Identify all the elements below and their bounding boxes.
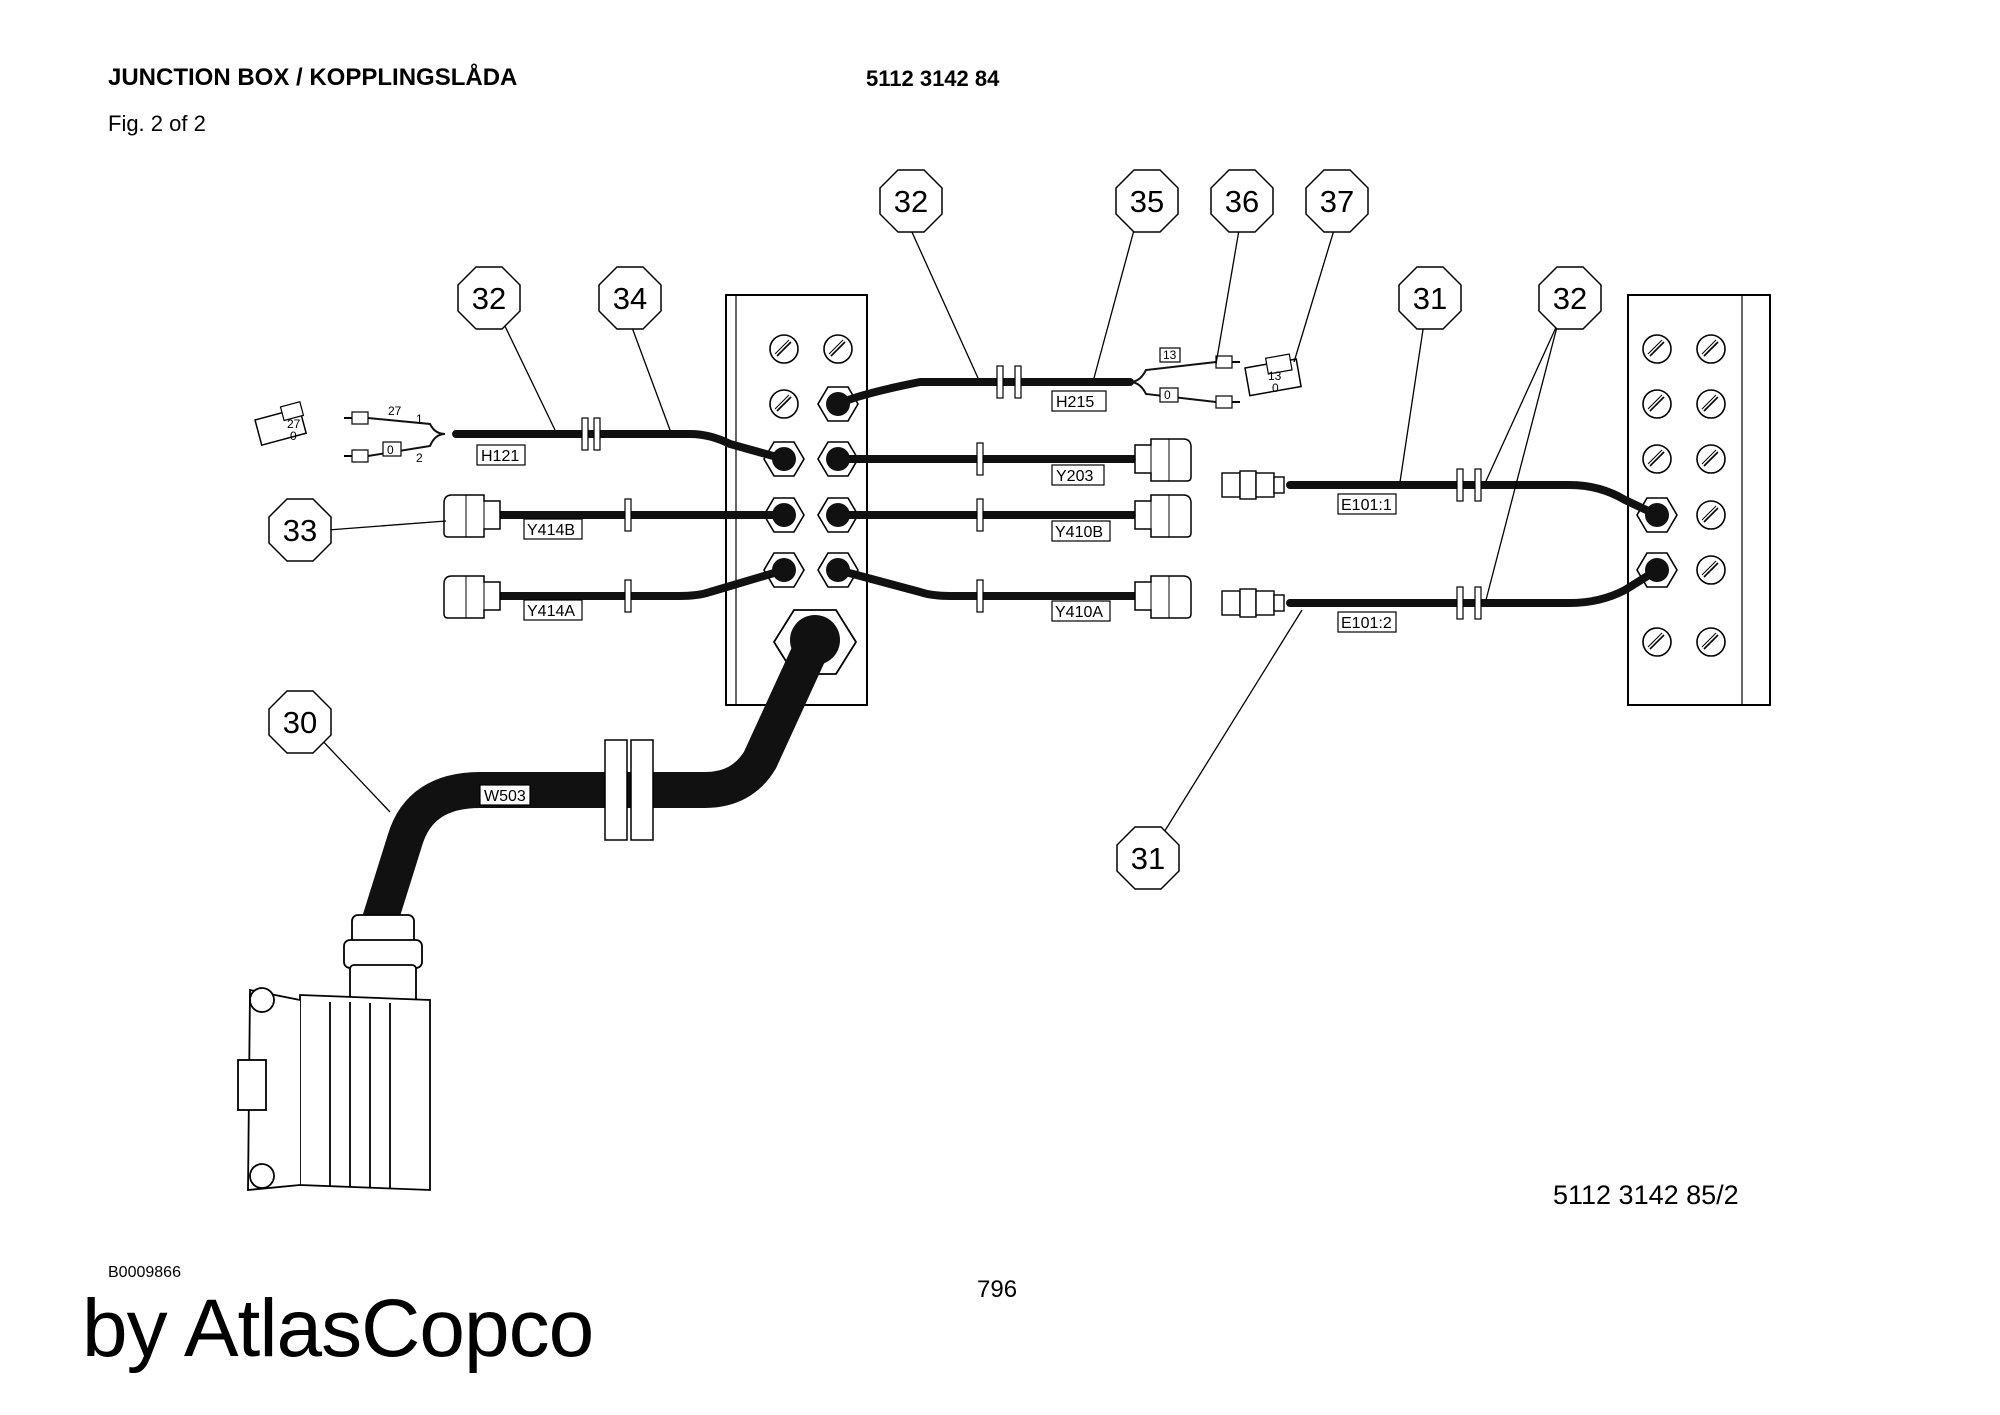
callout-32 — [457, 266, 521, 330]
plug-connectors — [1221, 470, 1285, 618]
wire-label-h121: H121 — [481, 448, 519, 465]
callout-label: 31 — [1131, 841, 1165, 876]
terminal-label: 27 — [287, 417, 301, 431]
callout-label: 34 — [613, 281, 647, 316]
wire-label-w503: W503 — [484, 788, 526, 805]
callout-label: 32 — [472, 281, 506, 316]
callout-label: 37 — [1320, 184, 1354, 219]
wire-label-h215: H215 — [1056, 394, 1094, 411]
wire-label-y410b: Y410B — [1055, 524, 1103, 541]
heavy-connector — [237, 914, 431, 1191]
terminal-label: 0 — [290, 429, 297, 443]
wire-label-y410a: Y410A — [1055, 604, 1103, 621]
callout-37 — [1305, 169, 1369, 233]
terminal-label: 1 — [416, 412, 423, 426]
callout-32 — [879, 169, 943, 233]
wire-label-e101-1: E101:1 — [1341, 497, 1392, 514]
page-number: 796 — [977, 1276, 1018, 1303]
terminal-label: 2 — [416, 451, 423, 465]
terminal-label: 13 — [1268, 369, 1282, 383]
fine-wires — [367, 361, 1217, 457]
callout-bubbles — [268, 169, 1602, 890]
callout-34 — [598, 266, 662, 330]
figure-caption: Fig. 2 of 2 — [108, 111, 206, 136]
callout-35 — [1115, 169, 1179, 233]
image-code: B0009866 — [108, 1264, 181, 1281]
callout-31 — [1116, 826, 1180, 890]
label-boxes — [382, 347, 1397, 806]
callout-label: 36 — [1225, 184, 1259, 219]
document-number: 5112 3142 84 — [866, 66, 1000, 91]
callout-30 — [268, 690, 332, 754]
cable-rings — [581, 365, 1482, 841]
wire-label-e101-2: E101:2 — [1341, 615, 1392, 632]
brand-footer: by AtlasCopco — [82, 1283, 594, 1374]
terminal-label: 27 — [388, 404, 402, 418]
terminal-label: 0 — [387, 443, 394, 457]
callout-33 — [268, 498, 332, 562]
terminal-labels: 27 1 0 2 13 0 13 0 27 0 — [287, 348, 1282, 465]
callout-label: 35 — [1130, 184, 1164, 219]
wire-label-y203: Y203 — [1056, 468, 1093, 485]
callout-label: 32 — [894, 184, 928, 219]
callout-label: 32 — [1553, 281, 1587, 316]
callout-numbers: 30 31 31 32 32 32 33 34 35 36 37 — [283, 184, 1587, 876]
terminal-label: 0 — [1164, 388, 1171, 402]
callout-label: 30 — [283, 705, 317, 740]
wire-labels: H121 Y414B Y414A H215 Y203 Y410B Y410A E… — [481, 394, 1392, 805]
leader-lines — [299, 229, 1559, 859]
terminal-label: 0 — [1272, 381, 1279, 395]
callout-31 — [1398, 266, 1462, 330]
document-title: JUNCTION BOX / KOPPLINGSLÅDA — [108, 64, 518, 91]
cables — [452, 378, 1661, 607]
terminal-label: 13 — [1163, 348, 1177, 362]
drawing-number: 5112 3142 85/2 — [1553, 1180, 1739, 1210]
callout-label: 33 — [283, 513, 317, 548]
callout-label: 31 — [1413, 281, 1447, 316]
junction-box-right — [1627, 294, 1771, 706]
wire-label-y414a: Y414A — [527, 603, 575, 620]
terminal-lugs — [254, 353, 1302, 463]
callout-32 — [1538, 266, 1602, 330]
callout-36 — [1210, 169, 1274, 233]
wire-label-y414b: Y414B — [527, 522, 575, 539]
